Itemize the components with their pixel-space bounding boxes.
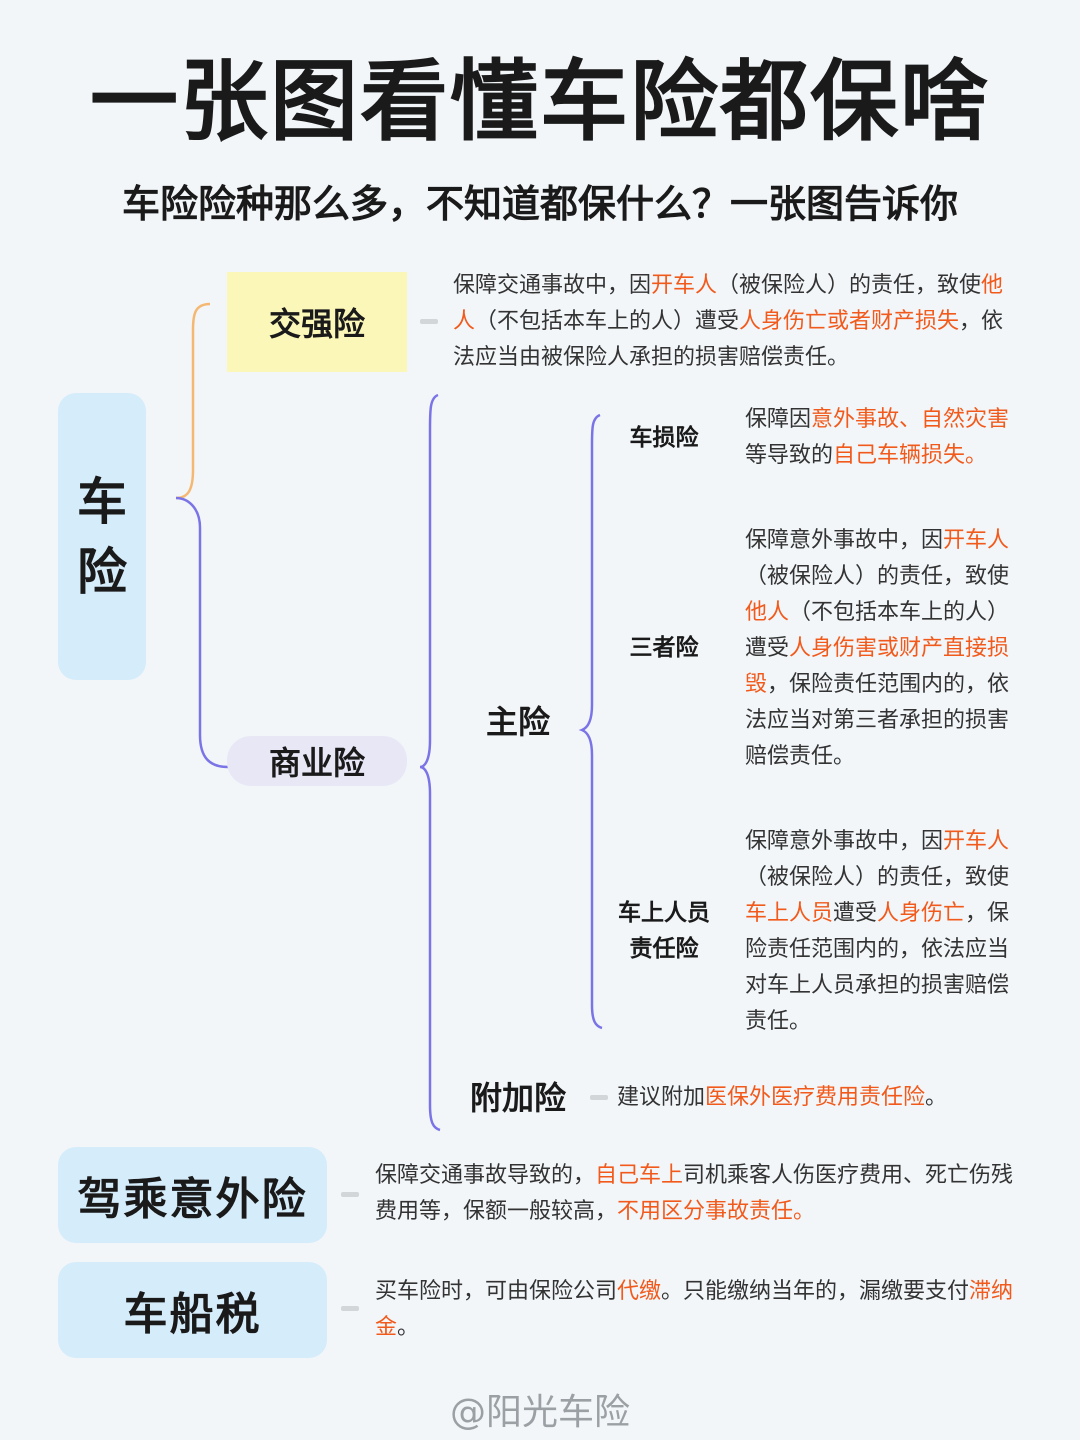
highlight-text: 车上人员 <box>745 901 834 926</box>
plain-text: 遭受 <box>833 901 878 926</box>
plain-text: 保障交通事故导致的， <box>375 1163 596 1188</box>
plain-text: 建议附加 <box>617 1085 706 1110</box>
highlight-text: 人身伤亡或者财产损失 <box>739 309 960 334</box>
plain-text: （被保险人）的责任，致使 <box>745 564 1010 589</box>
page-title: 一张图看懂车险都保啥 <box>89 50 990 153</box>
node-jiaoqiang: 交强险 <box>227 272 407 372</box>
node-fujia: 附加险 <box>469 1079 566 1117</box>
plain-text: 保障因 <box>745 407 812 432</box>
highlight-text: 代缴 <box>617 1279 662 1304</box>
plain-text: （被保险人）的责任，致使 <box>745 865 1010 890</box>
plain-text: 等导致的 <box>745 443 834 468</box>
desc-cheshang-renyuan: 保障意外事故中，因开车人 （被保险人）的责任，致使车上人员遭受人身伤亡，保险责任范… <box>745 824 1019 1040</box>
highlight-text: 他人 <box>453 273 1004 334</box>
dash-fujia <box>590 1095 608 1100</box>
highlight-text: 自己车上 <box>595 1163 684 1188</box>
desc-sanzhe: 保障意外事故中，因开车人 （被保险人）的责任，致使他人（不包括本车上的人）遭受人身… <box>745 523 1019 775</box>
plain-text: 保障意外事故中，因 <box>745 528 944 553</box>
highlight-text: 医保外医疗费用责任险 <box>705 1085 926 1110</box>
highlight-text: 自己车辆损失。 <box>833 443 988 468</box>
desc-chechuan: 买车险时，可由保险公司代缴。只能缴纳当年的，漏缴要支付滞纳金。 <box>375 1274 1025 1346</box>
highlight-text: 人身伤害或财产直接损毁 <box>745 636 1010 697</box>
desc-chesun: 保障因意外事故、自然灾害等导致的自己车辆损失。 <box>745 402 1019 474</box>
dash-jiaoqiang <box>420 319 438 324</box>
node-chesun: 车损险 <box>629 425 699 451</box>
root-label-line1: 车 <box>77 472 127 531</box>
node-cheshang-line1: 车上人员 <box>618 900 710 926</box>
plain-text: 保障意外事故中，因 <box>745 829 944 854</box>
dash-jiacheng <box>341 1192 359 1197</box>
desc-fujia: 建议附加医保外医疗费用责任险。 <box>617 1080 1057 1116</box>
bracket-shangye <box>419 393 441 1132</box>
highlight-text: 开车人 <box>651 273 718 298</box>
highlight-text: 人身伤亡 <box>877 901 966 926</box>
plain-text: （被保险人）的责任，致使 <box>717 273 982 298</box>
plain-text: ，依法应当由被保险人承担的损害赔偿责任。 <box>453 309 1004 370</box>
highlight-text: 滞纳金 <box>375 1279 1014 1340</box>
desc-jiaoqiang: 保障交通事故中，因开车人（被保险人）的责任，致使他人（不包括本车上的人）遭受人身… <box>453 268 1019 376</box>
plain-text: 。 <box>397 1315 420 1340</box>
node-cheshang-renyuan: 车上人员 责任险 <box>604 895 724 967</box>
root-label-line2: 险 <box>77 542 127 601</box>
bracket-zhuxian <box>578 413 603 1030</box>
bracket-root-lower <box>175 496 229 769</box>
plain-text: 买车险时，可由保险公司 <box>375 1279 618 1304</box>
page-subtitle: 车险险种那么多，不知道都保什么？一张图告诉你 <box>121 182 958 226</box>
root-node: 车 险 <box>58 393 146 680</box>
plain-text: 。 <box>925 1085 948 1110</box>
highlight-text: 开车人 <box>943 829 1010 854</box>
dash-chechuan <box>341 1306 359 1311</box>
plain-text: 保障交通事故中，因 <box>453 273 652 298</box>
plain-text: 司机乘客人伤医疗费用、死亡伤残费用等，保额一般较高， <box>375 1163 1014 1224</box>
highlight-text: 他人 <box>745 600 790 625</box>
highlight-text: 不用区分事故责任。 <box>617 1199 816 1224</box>
node-jiacheng: 驾乘意外险 <box>58 1147 327 1243</box>
node-sanzhe: 三者险 <box>629 635 699 661</box>
node-shangye: 商业险 <box>227 736 407 786</box>
bracket-root-upper <box>175 302 211 500</box>
plain-text: （不包括本车上的人）遭受 <box>745 600 1010 661</box>
node-cheshang-line2: 责任险 <box>629 936 699 962</box>
node-zhuxian: 主险 <box>485 703 550 741</box>
plain-text: ，保险责任范围内的，依法应当对第三者承担的损害赔偿责任。 <box>745 672 1010 769</box>
footer-watermark: @阳光车险 <box>449 1392 630 1433</box>
highlight-text: 开车人 <box>943 528 1010 553</box>
desc-jiacheng: 保障交通事故导致的，自己车上司机乘客人伤医疗费用、死亡伤残费用等，保额一般较高，… <box>375 1158 1025 1230</box>
highlight-text: 意外事故、自然灾害 <box>811 407 1010 432</box>
node-chechuan: 车船税 <box>58 1262 327 1358</box>
plain-text: 。只能缴纳当年的，漏缴要支付 <box>661 1279 970 1304</box>
plain-text: （不包括本车上的人）遭受 <box>475 309 740 334</box>
plain-text: ，保险责任范围内的，依法应当对车上人员承担的损害赔偿责任。 <box>745 901 1010 1034</box>
